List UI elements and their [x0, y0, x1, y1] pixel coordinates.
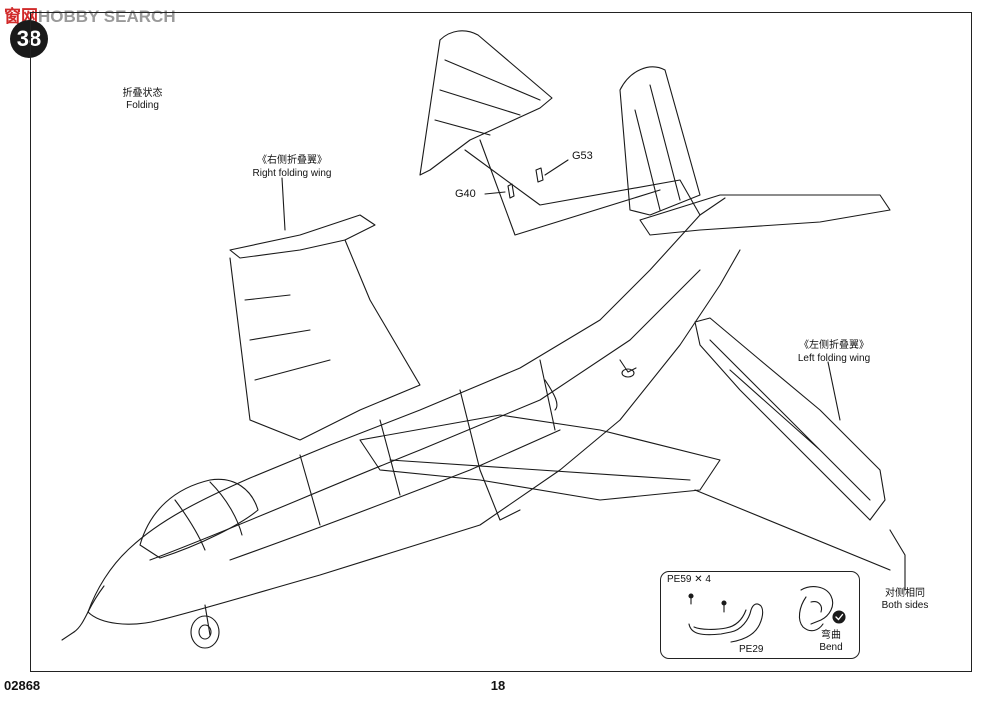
bend-view-loop — [810, 601, 823, 613]
leader-g53 — [544, 159, 569, 176]
assembly-guide-line-2 — [479, 139, 661, 236]
left-folding-wing-outline — [694, 317, 886, 521]
part-g53 — [535, 167, 544, 183]
catalog-number: 02868 — [4, 678, 41, 693]
panel-line-1 — [149, 269, 701, 561]
leader-right-wing — [281, 177, 286, 231]
leader-g40 — [484, 191, 506, 195]
detached-wingtip-lines — [434, 59, 541, 136]
bend-checkmark — [835, 613, 844, 621]
both-sides-label-cn: 对侧相同 — [885, 588, 925, 599]
fuselage-upper-outline — [87, 197, 726, 613]
right-wing-flap-lines — [244, 294, 331, 381]
step-number-badge: 38 — [10, 20, 48, 58]
left-wing-label-en: Left folding wing — [797, 353, 871, 364]
panel-line-2 — [229, 429, 561, 561]
pe29-handle-inner — [693, 609, 747, 630]
photo-etch-detail-inset: PE59 ✕ 4 PE29 弯曲 Bend — [660, 571, 860, 659]
nose-gear-strut — [204, 604, 211, 636]
pe59-head-1 — [688, 593, 694, 599]
bend-checkmark-badge — [832, 610, 846, 624]
assembly-guide-line-1 — [464, 149, 701, 216]
watermark-logo: 窗网HOBBY SEARCH — [4, 7, 176, 26]
pe29-handle — [688, 603, 764, 643]
fuselage-lower-outline — [87, 249, 741, 625]
nose-gear-hub — [198, 624, 212, 640]
page-frame — [30, 12, 972, 672]
page-number: 18 — [490, 678, 506, 693]
panel-line-3 — [299, 359, 556, 526]
leader-left-wing — [827, 361, 841, 421]
left-stub-wing-outline — [359, 414, 721, 501]
horizontal-stabilizer-outline — [639, 194, 891, 236]
leader-both-sides — [694, 489, 906, 591]
right-wing-root-outline — [229, 214, 376, 259]
main-gear-outline — [619, 359, 637, 373]
folding-label-cn: 折叠状态 — [122, 88, 163, 99]
bend-label-en: Bend — [819, 642, 843, 653]
both-sides-label-en: Both sides — [881, 600, 929, 611]
bend-label-cn: 弯曲 — [821, 630, 841, 641]
left-folding-wing-lines — [709, 339, 871, 501]
bend-view-outline — [798, 586, 834, 632]
canopy-outline — [139, 478, 259, 559]
part-label-g40: G40 — [455, 188, 476, 200]
part-label-g53: G53 — [572, 150, 593, 162]
pe29-label: PE29 — [739, 644, 764, 655]
photo-etch-parts-drawing — [688, 586, 846, 643]
intake-arc — [544, 379, 558, 411]
folding-label-en: Folding — [126, 100, 159, 111]
left-wing-label-cn: 《左侧折叠翼》 — [799, 340, 869, 351]
nose-outline — [73, 585, 105, 633]
pitot-probe — [61, 631, 75, 641]
right-wing-label-en: Right folding wing — [252, 168, 332, 179]
part-g40 — [507, 183, 515, 199]
vertical-tail-outline — [619, 66, 701, 216]
canopy-frame — [174, 481, 243, 551]
nose-gear-wheel — [190, 615, 220, 649]
pe59-label: PE59 ✕ 4 — [667, 574, 711, 585]
pe59-head-2 — [721, 600, 727, 606]
right-wing-panel-outline — [229, 239, 421, 441]
main-gear-wheel — [621, 368, 635, 378]
left-stub-wing-flaps — [389, 459, 691, 521]
right-wing-label-cn: 《右侧折叠翼》 — [257, 155, 327, 166]
detached-wingtip-outline — [419, 30, 553, 176]
